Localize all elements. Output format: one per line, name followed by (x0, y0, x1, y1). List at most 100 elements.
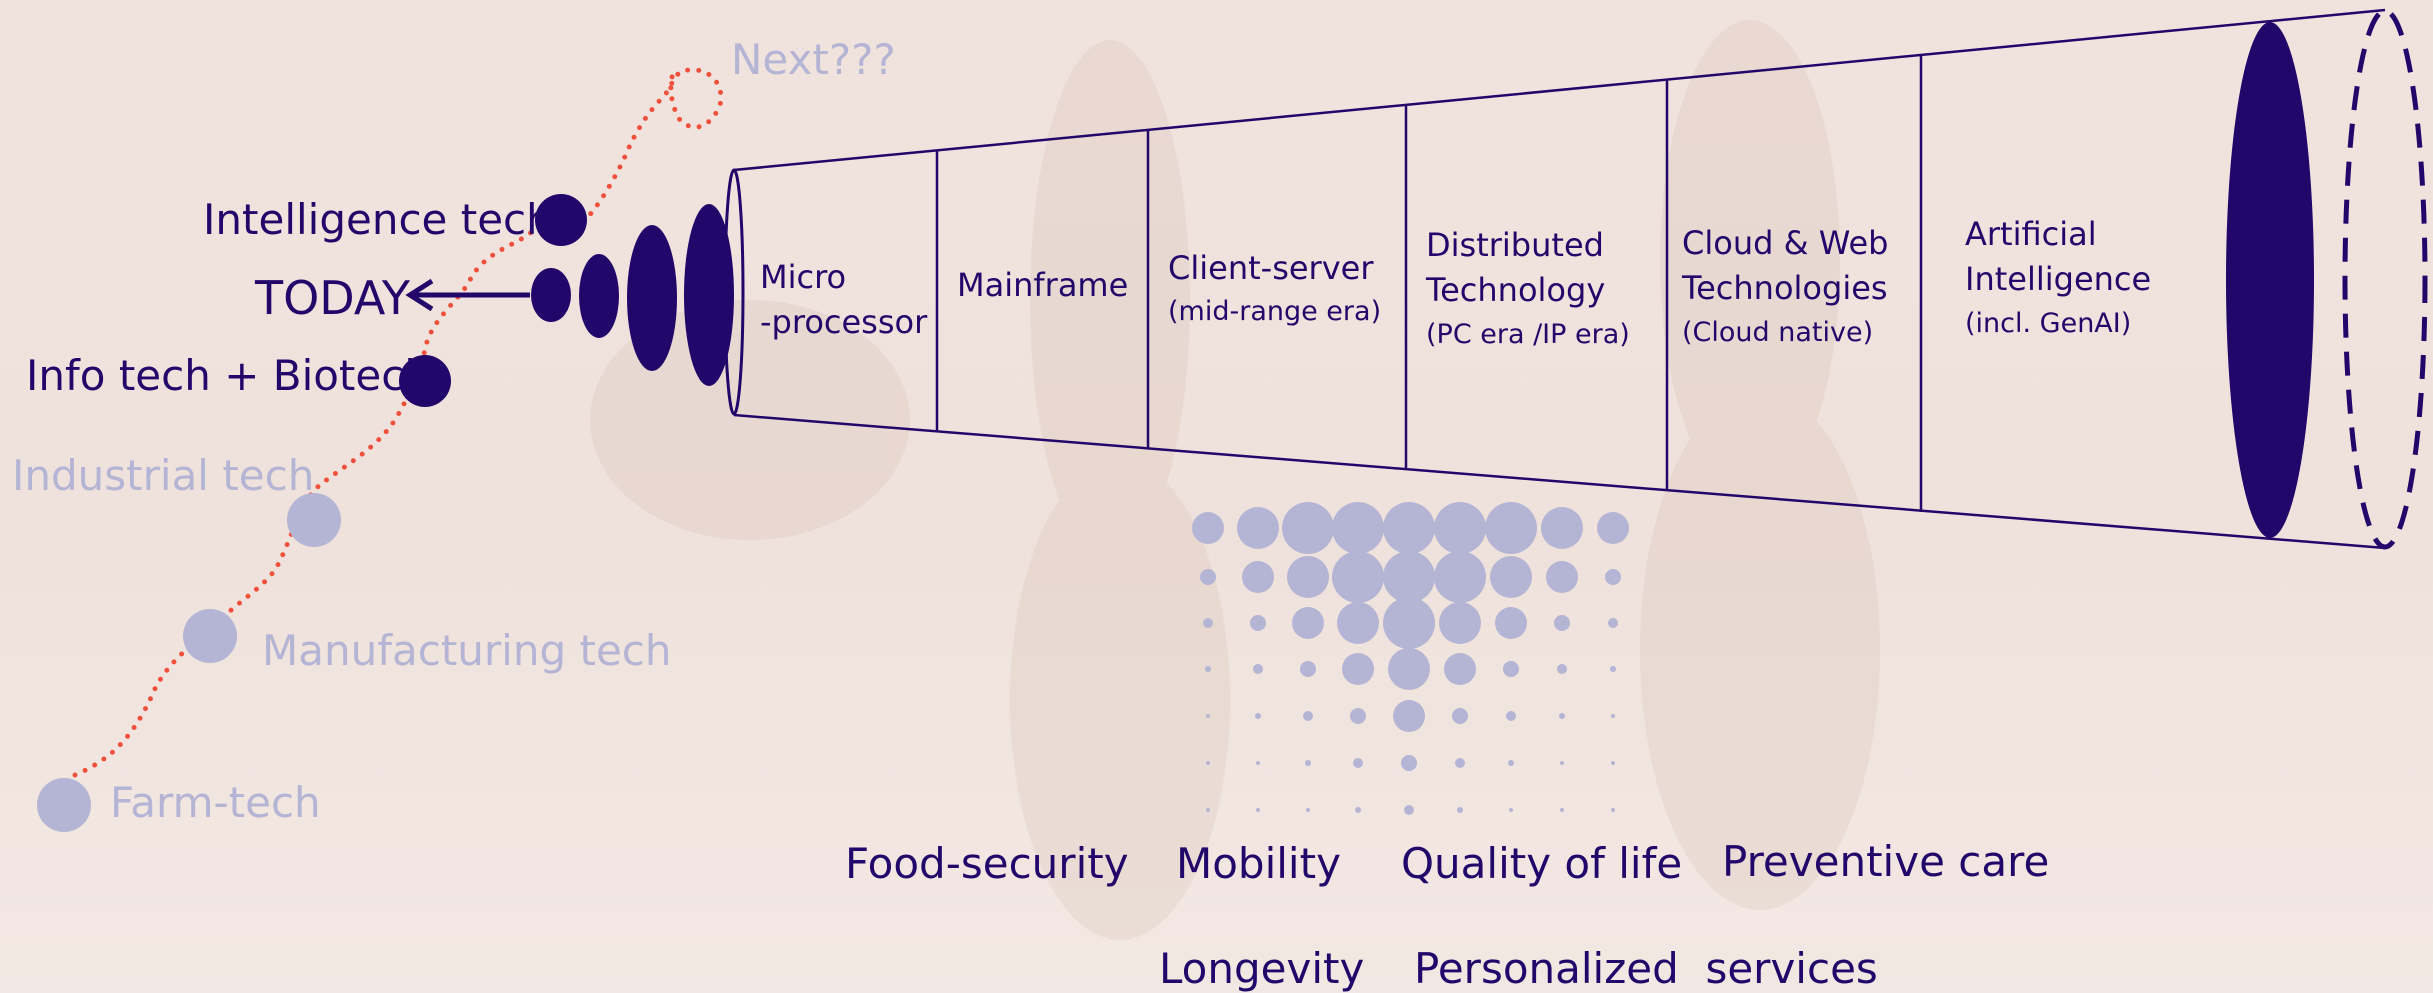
impact-dot (1255, 713, 1261, 719)
era-title-distributed-2: Technology (1425, 271, 1605, 309)
impact-dot (1560, 761, 1564, 765)
impact-dot (1300, 661, 1316, 677)
impact-dot (1250, 615, 1266, 631)
impact-dot (1495, 607, 1527, 639)
impact-dot (1337, 602, 1379, 644)
era-title-ai-1: Artificial (1965, 215, 2097, 253)
impact-dot (1452, 708, 1468, 724)
impact-dot (1610, 666, 1616, 672)
impact-dot (1383, 551, 1435, 603)
impact-dot (1292, 607, 1324, 639)
era-title-clientserver: Client-server (1168, 249, 1374, 287)
stage-circle-industrial (287, 493, 341, 547)
impact-dot (1253, 664, 1263, 674)
stage-circle-farm (37, 778, 91, 832)
impact-dot (1611, 714, 1615, 718)
era-title-distributed-1: Distributed (1426, 226, 1604, 264)
impact-dot (1611, 761, 1615, 765)
stage-label-intelligence: Intelligence tech (203, 195, 553, 244)
outcome-labels: Food-security Mobility Quality of life P… (845, 837, 2049, 993)
stage-label-infobio: Info tech + Biotech (26, 351, 431, 400)
impact-dot (1282, 502, 1334, 554)
impact-dot (1256, 761, 1260, 765)
impact-dot (1597, 512, 1629, 544)
impact-dot (1490, 556, 1532, 598)
funnel-mouth (723, 168, 745, 416)
impact-dot (1506, 711, 1516, 721)
impact-dot (1509, 808, 1513, 812)
era-title-cloud-2: Technologies (1681, 269, 1888, 307)
stage-label-manufacturing: Manufacturing tech (262, 626, 672, 675)
impact-dot (1332, 502, 1384, 554)
era-title-mainframe: Mainframe (957, 266, 1128, 304)
outcome-food-security: Food-security (845, 839, 1129, 888)
impact-dot (1605, 569, 1621, 585)
impact-dot (1342, 653, 1374, 685)
impact-dot-grid (1192, 502, 1629, 815)
stage-label-farm: Farm-tech (110, 778, 321, 827)
impact-dot (1303, 711, 1313, 721)
outcome-personalized-services: Personalized services (1414, 944, 1878, 993)
growth-ellipse-4 (684, 204, 734, 386)
era-sub-ai: (incl. GenAI) (1965, 308, 2131, 339)
impact-dot (1455, 758, 1465, 768)
impact-dot (1388, 648, 1430, 690)
impact-dot (1350, 708, 1366, 724)
future-dashed-ellipse (2342, 8, 2428, 550)
era-title-microprocessor-2: -processor (760, 303, 928, 341)
impact-dot (1457, 807, 1463, 813)
era-labels: Micro -processor Mainframe Client-server… (760, 215, 2151, 350)
impact-dot (1287, 556, 1329, 598)
era-sub-cloud: (Cloud native) (1682, 317, 1873, 348)
impact-dot (1200, 569, 1216, 585)
stage-circle-intelligence (535, 194, 587, 246)
impact-dot (1332, 551, 1384, 603)
growth-ellipse-2 (579, 254, 619, 338)
growth-ellipse-1 (531, 268, 571, 322)
impact-dot (1608, 618, 1618, 628)
impact-dot (1206, 761, 1210, 765)
impact-dot (1508, 760, 1514, 766)
outcome-mobility: Mobility (1176, 839, 1341, 888)
stage-circle-manufacturing (183, 609, 237, 663)
era-sub-distributed: (PC era /IP era) (1426, 319, 1630, 350)
era-sub-clientserver: (mid-range era) (1168, 296, 1381, 327)
impact-dot (1434, 551, 1486, 603)
era-funnel (723, 8, 2428, 550)
era-title-cloud-1: Cloud & Web (1682, 224, 1888, 262)
era-title-ai-2: Intelligence (1965, 260, 2151, 298)
era-title-microprocessor-1: Micro (760, 258, 846, 296)
impact-dot (1541, 507, 1583, 549)
background-figures (590, 20, 1880, 940)
impact-dot (1306, 808, 1310, 812)
impact-dot (1560, 808, 1564, 812)
impact-dot (1434, 502, 1486, 554)
impact-dot (1404, 805, 1414, 815)
impact-dot (1242, 561, 1274, 593)
ai-ellipse (2226, 22, 2314, 538)
today-label: TODAY (254, 271, 411, 325)
impact-dot (1393, 700, 1425, 732)
stage-label-industrial: Industrial tech (12, 451, 314, 500)
impact-dot (1503, 661, 1519, 677)
growth-ellipse-3 (627, 225, 677, 371)
funnel-bottom-edge (733, 413, 2386, 550)
impact-dot (1559, 713, 1565, 719)
impact-dot (1557, 664, 1567, 674)
impact-dot (1611, 808, 1615, 812)
impact-dot (1237, 507, 1279, 549)
impact-dot (1355, 807, 1361, 813)
today-arrowhead (405, 278, 434, 312)
impact-dot (1256, 808, 1260, 812)
impact-dot (1305, 760, 1311, 766)
impact-dot (1205, 666, 1211, 672)
impact-dot (1401, 755, 1417, 771)
impact-dot (1554, 615, 1570, 631)
impact-dot (1192, 512, 1224, 544)
impact-dot (1444, 653, 1476, 685)
impact-dot (1546, 561, 1578, 593)
impact-dot (1206, 714, 1210, 718)
impact-dot (1206, 808, 1210, 812)
funnel-top-edge (733, 8, 2386, 172)
